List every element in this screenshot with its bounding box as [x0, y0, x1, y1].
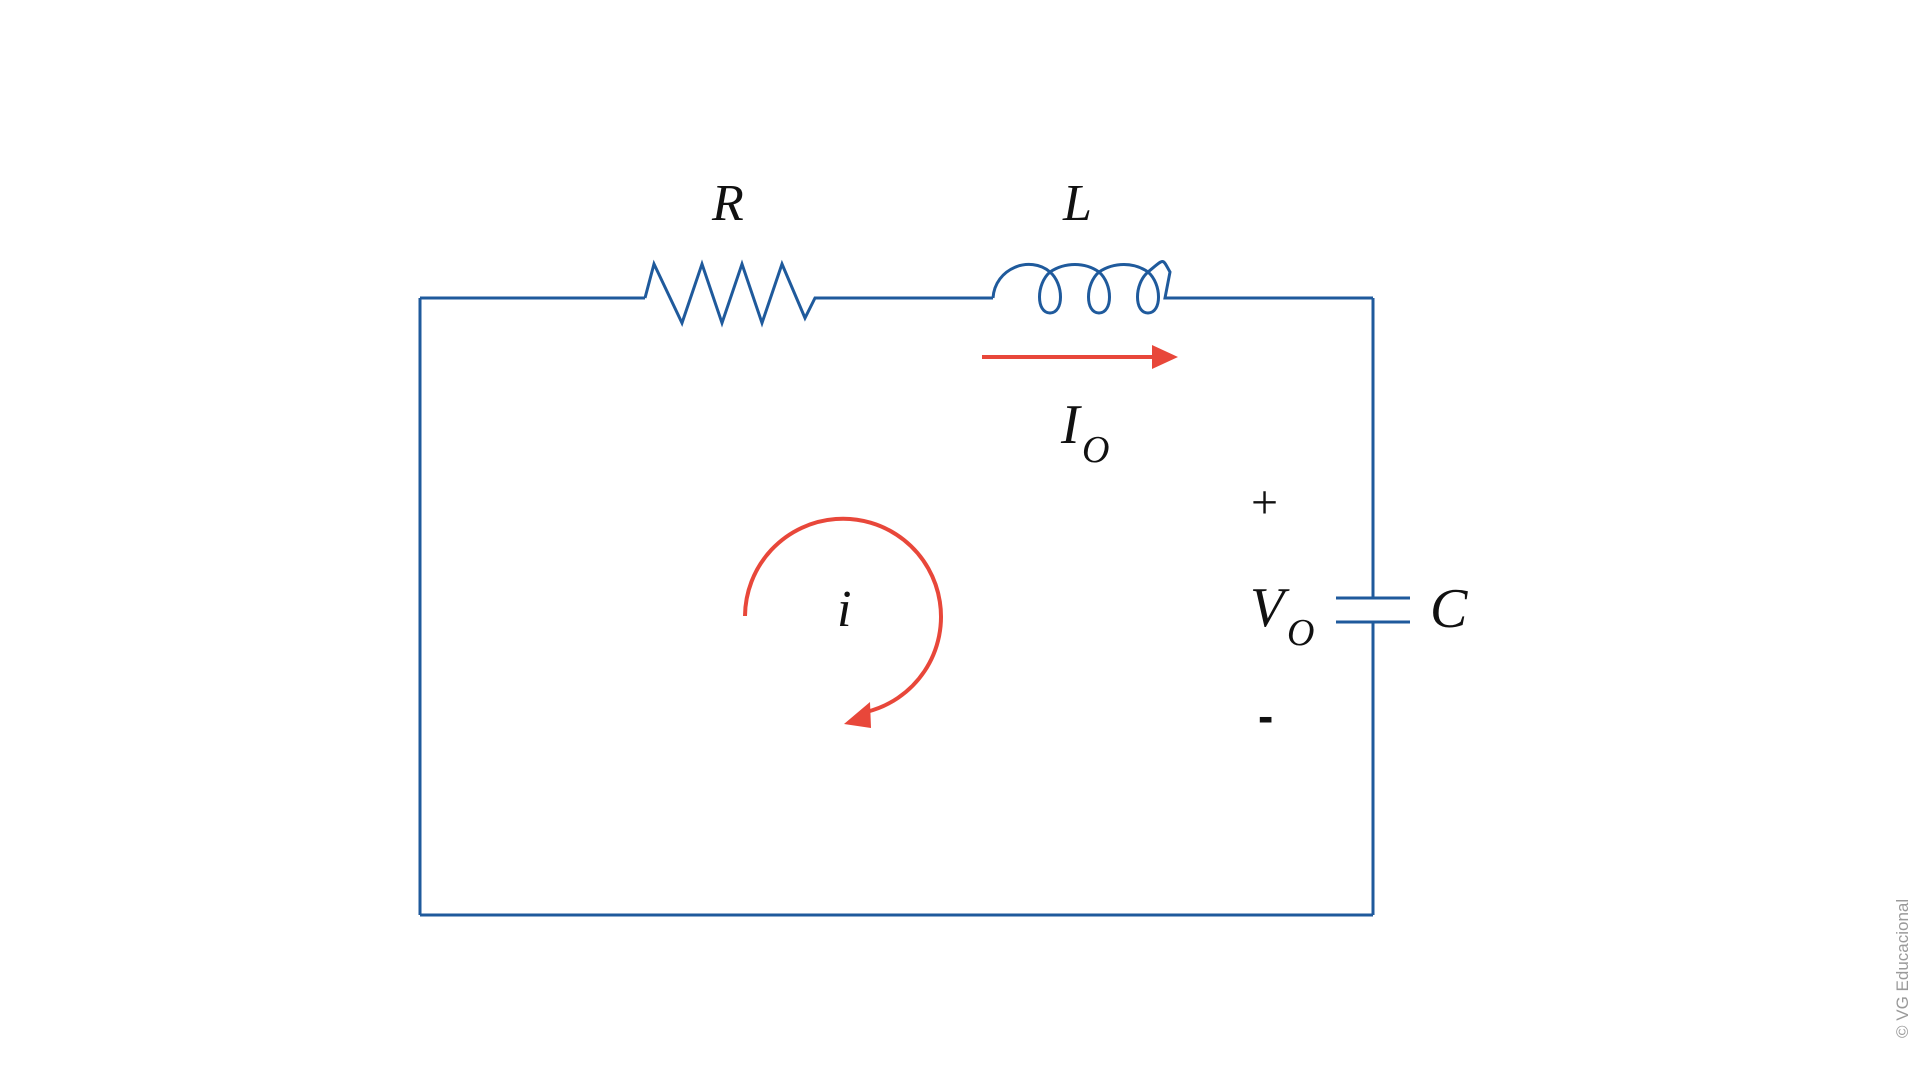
loop-current-arrowhead	[844, 702, 871, 728]
loop-current-label: i	[837, 581, 851, 638]
resistor-symbol	[643, 259, 993, 328]
inductor-current-label: I	[1060, 394, 1082, 456]
inductor-label: L	[1062, 175, 1092, 232]
inductor-symbol	[991, 260, 1373, 315]
plus-sign: +	[1251, 476, 1278, 529]
copyright-credit: © VG Educacional	[1893, 899, 1912, 1038]
resistor-label: R	[711, 175, 744, 232]
capacitor-voltage-label: V	[1250, 577, 1290, 639]
inductor-current-arrowhead	[1152, 345, 1178, 369]
loop-current-arc	[743, 516, 943, 714]
inductor-current-subscript: O	[1082, 429, 1109, 471]
capacitor-voltage-subscript: O	[1287, 612, 1314, 654]
minus-sign: -	[1258, 690, 1273, 742]
capacitor-label: C	[1430, 578, 1468, 640]
